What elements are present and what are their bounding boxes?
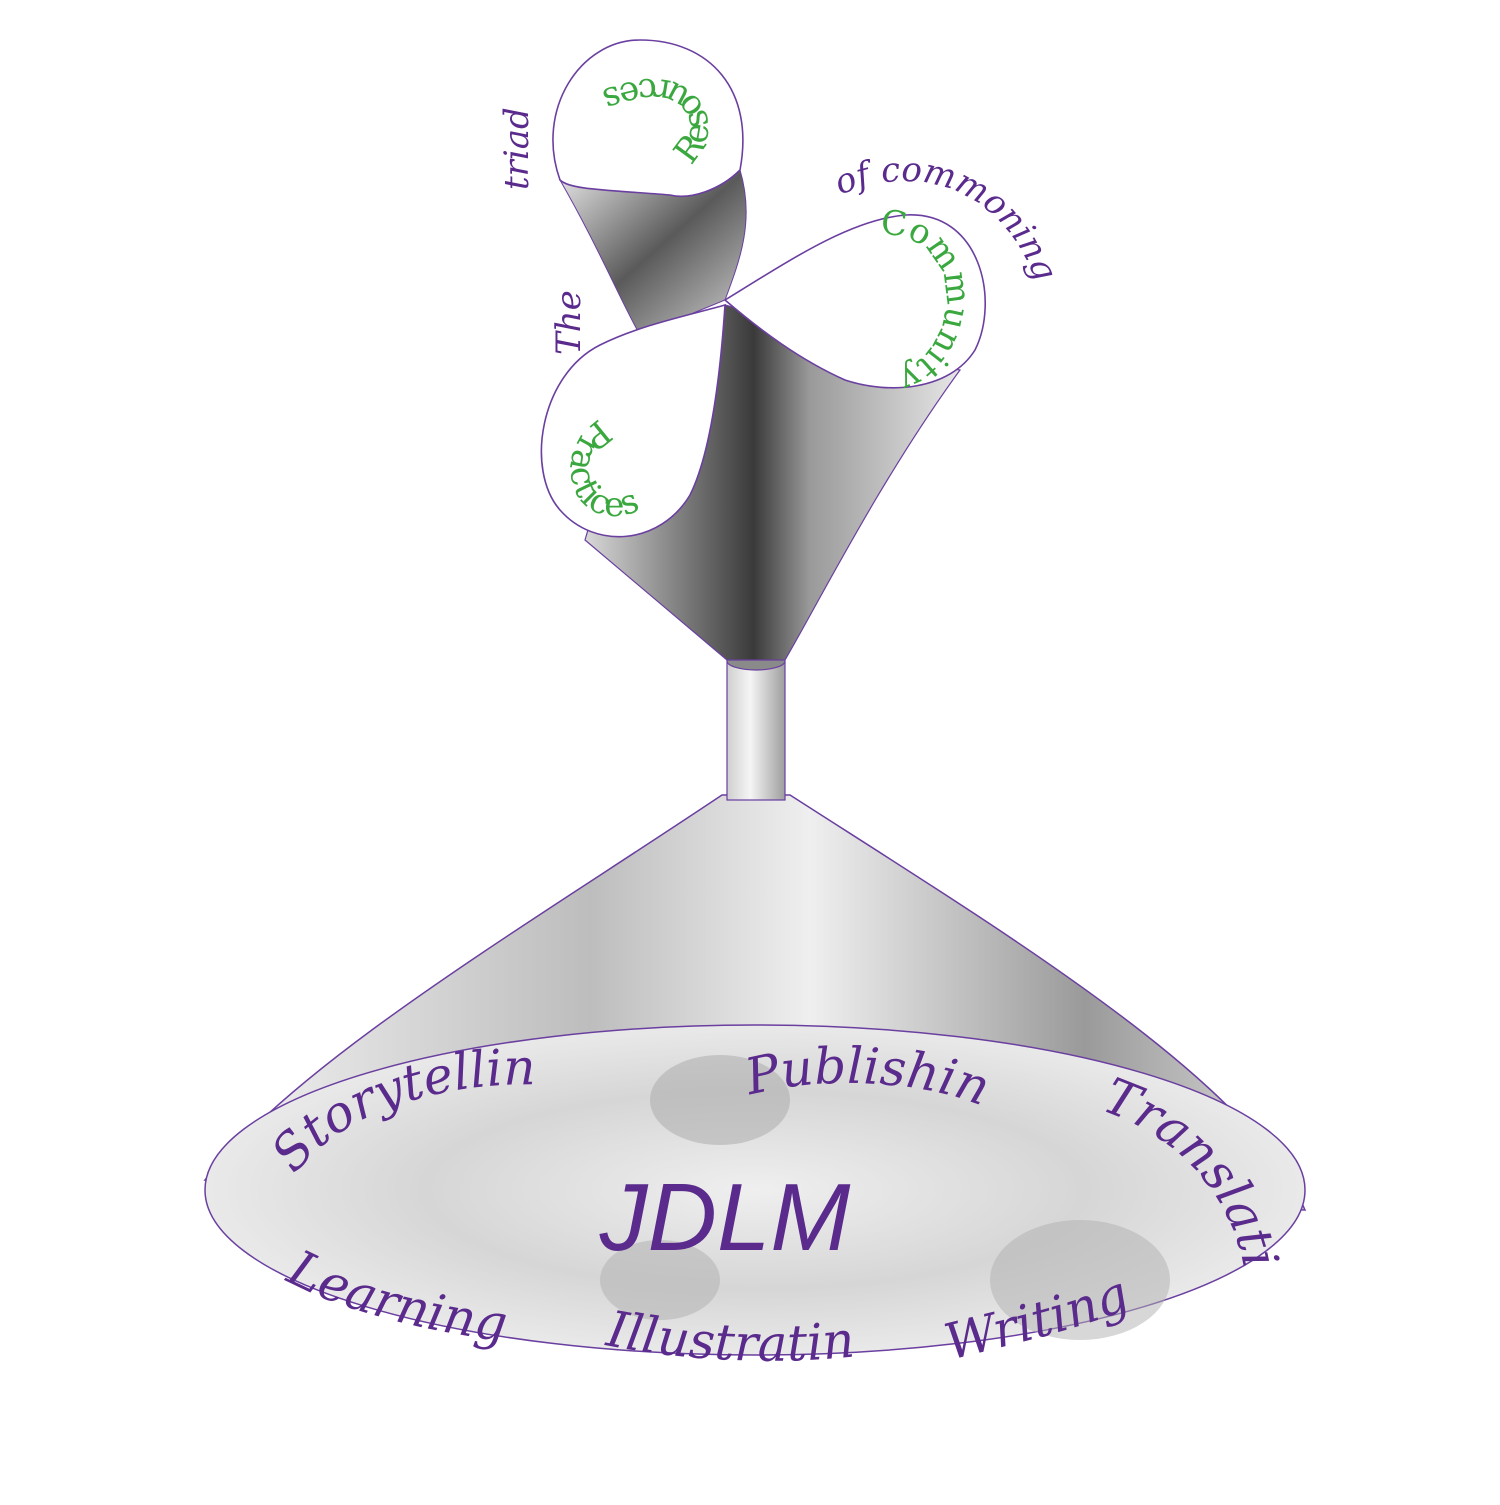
stem-tube <box>727 660 785 800</box>
stem <box>727 652 785 800</box>
center-label: JDLM <box>599 1164 851 1271</box>
caption-triad: triad <box>497 107 537 190</box>
caption-the: The <box>549 290 589 355</box>
